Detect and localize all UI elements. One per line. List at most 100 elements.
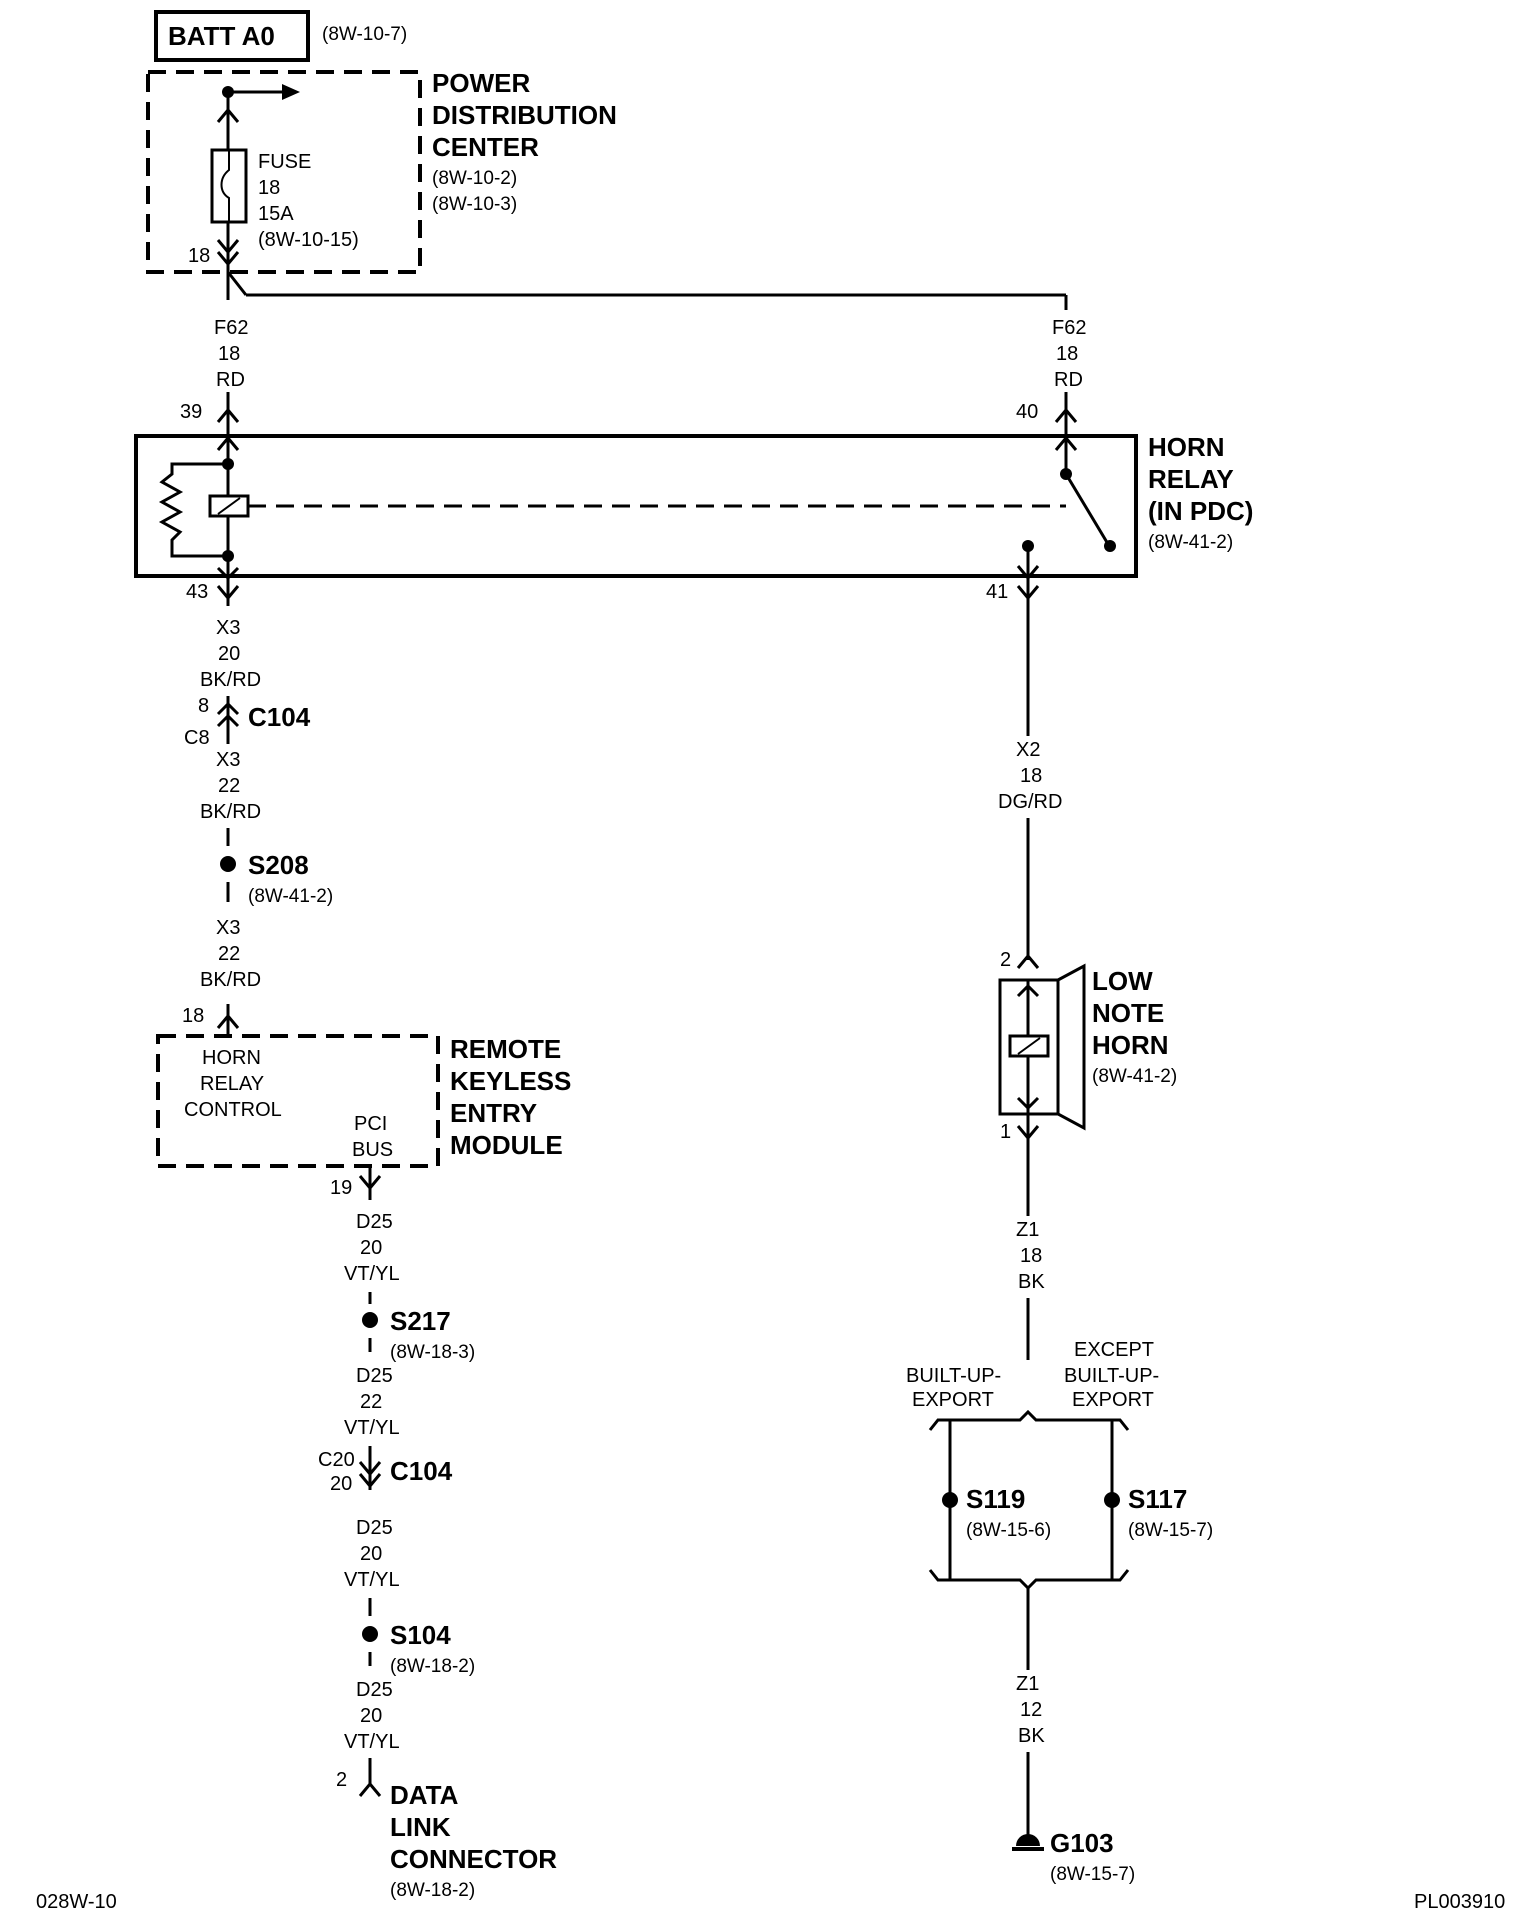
dlc-wire3-gauge: 20: [360, 1543, 382, 1565]
s117-ref: (8W-15-7): [1128, 1520, 1213, 1541]
c104b-pin-bottom: 20: [330, 1473, 352, 1495]
right-wire2-gauge: 18: [1020, 1245, 1042, 1267]
rke-pin-19: 19: [330, 1177, 352, 1199]
branch-brace-top: [928, 1409, 1130, 1431]
wire-f62-right-code: F62: [1052, 317, 1086, 339]
pdc-ref-1: (8W-10-2): [432, 168, 517, 189]
s117-splice-dot: [1104, 1492, 1120, 1508]
rke-inner-2: RELAY: [200, 1073, 264, 1095]
pdc-title-3: CENTER: [432, 132, 539, 162]
pdc-pin-18: 18: [188, 245, 210, 267]
horn-relay-title-2: RELAY: [1148, 464, 1234, 494]
left-wire2-code: X3: [216, 749, 240, 771]
relay-switch-contact: [1064, 473, 1110, 545]
dlc-wire2-color: VT/YL: [344, 1417, 400, 1439]
s104-label: S104: [390, 1620, 451, 1650]
c104b-pin-top: C20: [318, 1449, 355, 1471]
rke-pin-18: 18: [182, 1005, 204, 1027]
battery-label: BATT A0: [168, 21, 275, 51]
dlc-wire1-color: VT/YL: [344, 1263, 400, 1285]
horn-relay-title-3: (IN PDC): [1148, 496, 1253, 526]
dlc-ref: (8W-18-2): [390, 1880, 475, 1901]
dlc-wire2-code: D25: [356, 1365, 393, 1387]
left-wire1-gauge: 20: [218, 643, 240, 665]
rke-module-box: [156, 1034, 440, 1168]
s119-splice-dot: [942, 1492, 958, 1508]
branch-right-3: EXPORT: [1072, 1389, 1154, 1411]
right-wire2-color: BK: [1018, 1271, 1045, 1293]
branch-right-2: BUILT-UP-: [1064, 1365, 1159, 1387]
left-wire1-color: BK/RD: [200, 669, 261, 691]
s104-splice-dot: [362, 1626, 378, 1642]
rke-inner-3: CONTROL: [184, 1099, 282, 1121]
pdc-box: [146, 70, 422, 274]
horn-title-3: HORN: [1092, 1030, 1169, 1060]
branch-left-2: EXPORT: [912, 1389, 994, 1411]
rke-bus-1: PCI: [354, 1113, 387, 1135]
s208-label: S208: [248, 850, 309, 880]
horn-bell-icon: [1056, 963, 1086, 1131]
wire-f62-left-color: RD: [216, 369, 245, 391]
relay-resistor-icon: [158, 462, 228, 558]
horn-title-2: NOTE: [1092, 998, 1164, 1028]
s208-splice-dot: [220, 856, 236, 872]
relay-pin-41: 41: [986, 581, 1008, 603]
rke-inner-1: HORN: [202, 1047, 261, 1069]
horn-ref: (8W-41-2): [1092, 1066, 1177, 1087]
branch-right-1: EXCEPT: [1074, 1339, 1154, 1361]
dlc-wire3-color: VT/YL: [344, 1569, 400, 1591]
dlc-pin-2: 2: [336, 1769, 347, 1791]
wire-f62-right-color: RD: [1054, 369, 1083, 391]
s208-ref: (8W-41-2): [248, 886, 333, 907]
s117-label: S117: [1128, 1484, 1187, 1514]
s217-ref: (8W-18-3): [390, 1342, 475, 1363]
dlc-wire1-gauge: 20: [360, 1237, 382, 1259]
dlc-wire3-code: D25: [356, 1517, 393, 1539]
dlc-wire4-code: D25: [356, 1679, 393, 1701]
right-wire1-color: DG/RD: [998, 791, 1062, 813]
c104a-label: C104: [248, 702, 311, 732]
dlc-title-1: DATA: [390, 1780, 459, 1810]
right-wire3-gauge: 12: [1020, 1699, 1042, 1721]
s104-ref: (8W-18-2): [390, 1656, 475, 1677]
pdc-title-2: DISTRIBUTION: [432, 100, 617, 130]
right-wire3-color: BK: [1018, 1725, 1045, 1747]
right-wire3-code: Z1: [1016, 1673, 1039, 1695]
wire-f62-left-code: F62: [214, 317, 248, 339]
battery-box: [154, 10, 310, 62]
dlc-wire2-gauge: 22: [360, 1391, 382, 1413]
branch-brace-bottom: [928, 1569, 1130, 1591]
fuse-ref: (8W-10-15): [258, 229, 359, 251]
left-wire3-code: X3: [216, 917, 240, 939]
left-wire3-color: BK/RD: [200, 969, 261, 991]
c104b-label: C104: [390, 1456, 453, 1486]
s217-label: S217: [390, 1306, 451, 1336]
horn-relay-title-1: HORN: [1148, 432, 1225, 462]
horn-relay-box: [134, 434, 1138, 578]
relay-pin-39: 39: [180, 401, 202, 423]
battery-ref: (8W-10-7): [322, 24, 407, 45]
s119-ref: (8W-15-6): [966, 1520, 1051, 1541]
c104a-pin-top: 8: [198, 695, 209, 717]
dlc-wire4-gauge: 20: [360, 1705, 382, 1727]
left-wire3-gauge: 22: [218, 943, 240, 965]
g103-label: G103: [1050, 1828, 1114, 1858]
right-wire1-code: X2: [1016, 739, 1040, 761]
g103-ref: (8W-15-7): [1050, 1864, 1135, 1885]
rke-bus-2: BUS: [352, 1139, 393, 1161]
dlc-wire4-color: VT/YL: [344, 1731, 400, 1753]
relay-pin-43: 43: [186, 581, 208, 603]
s217-splice-dot: [362, 1312, 378, 1328]
horn-title-1: LOW: [1092, 966, 1153, 996]
branch-left-1: BUILT-UP-: [906, 1365, 1001, 1387]
rke-title-2: KEYLESS: [450, 1066, 571, 1096]
rke-title-3: ENTRY: [450, 1098, 537, 1128]
left-wire2-color: BK/RD: [200, 801, 261, 823]
wire-f62-right-gauge: 18: [1056, 343, 1078, 365]
dlc-wire1-code: D25: [356, 1211, 393, 1233]
wire-f62-left-gauge: 18: [218, 343, 240, 365]
fuse-number: 18: [258, 177, 280, 199]
footer-right: PL003910: [1414, 1891, 1505, 1913]
horn-relay-ref: (8W-41-2): [1148, 532, 1233, 553]
